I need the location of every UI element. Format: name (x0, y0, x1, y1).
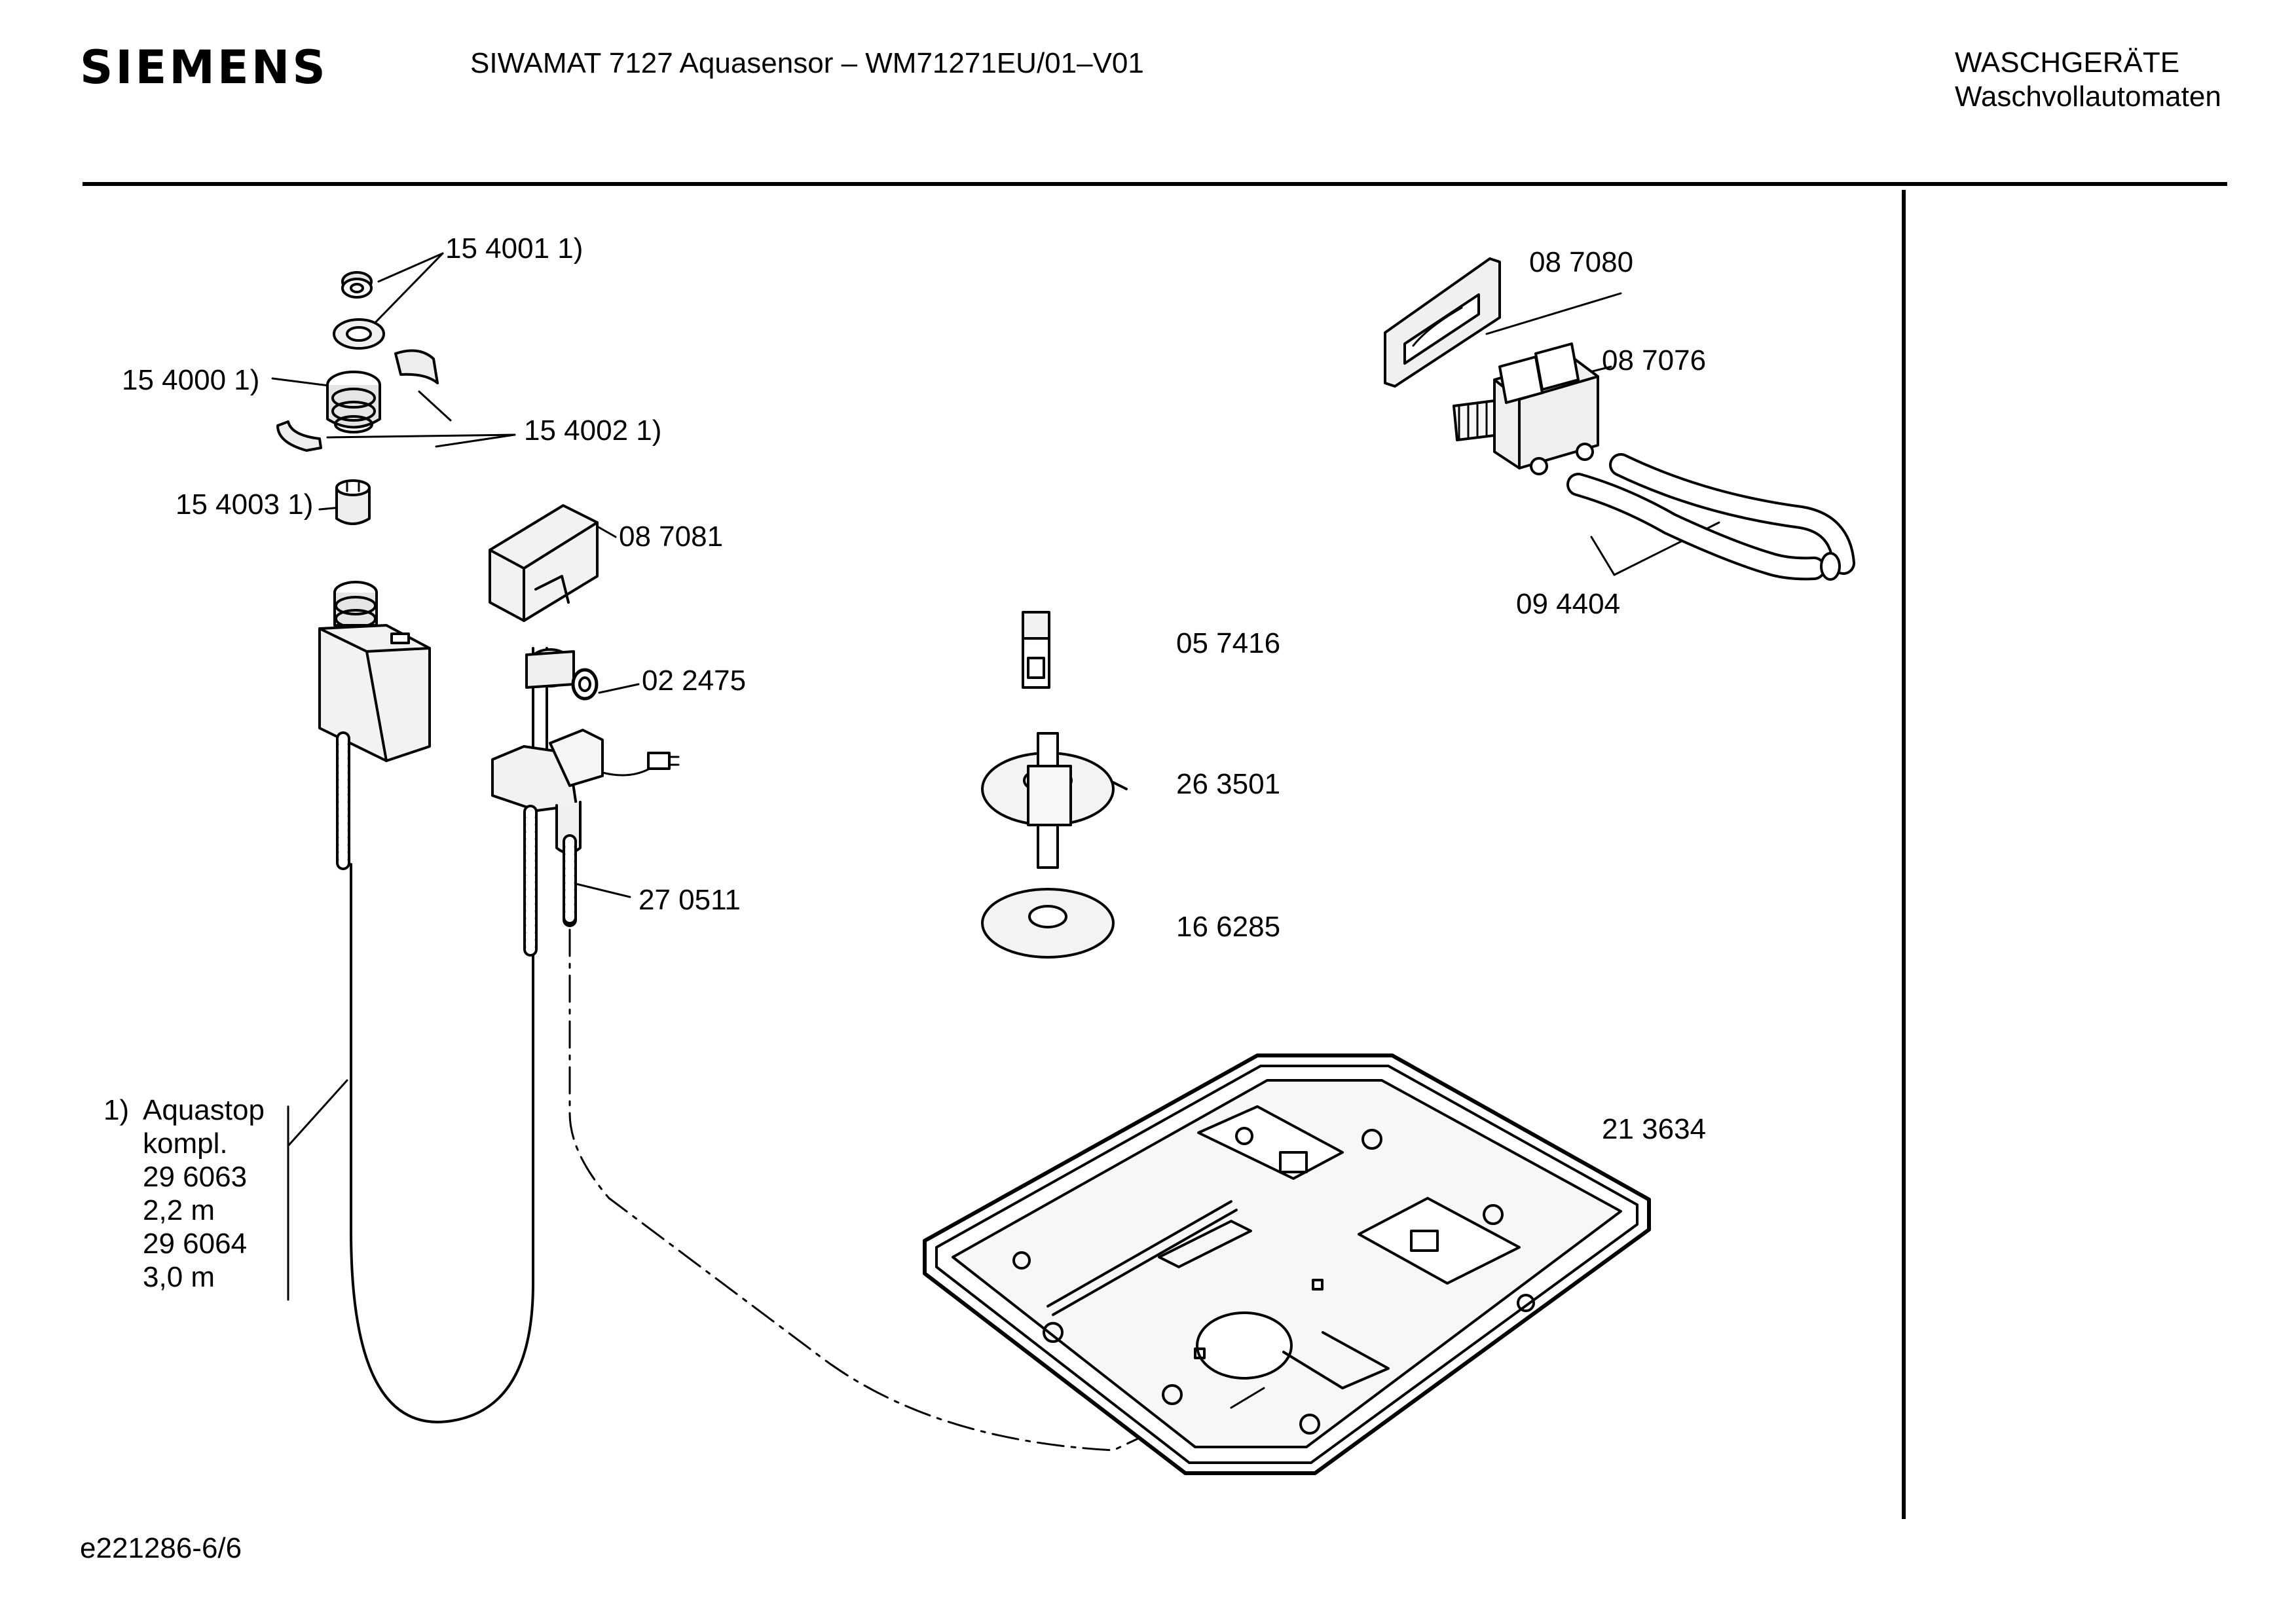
part-label-154000: 15 4000 1) (122, 364, 260, 396)
inlet-valve (1453, 342, 1599, 475)
footnote-line: 29 6064 (143, 1228, 248, 1260)
part-label-022475: 02 2475 (642, 665, 747, 697)
part-label-154002: 15 4002 1) (524, 414, 662, 447)
part-label-154003: 15 4003 1) (176, 488, 314, 521)
connector-plug (647, 752, 680, 770)
half-ring-clips (276, 349, 439, 452)
sensor-hoses (523, 805, 1232, 1452)
sealing-washer (333, 318, 385, 350)
part-label-166285: 16 6285 (1176, 911, 1281, 943)
rubber-foot-disc (981, 888, 1115, 959)
aquastop-hose (336, 731, 534, 1423)
aquastop-note-bracket (287, 1079, 348, 1301)
brand-logo: SIEMENS (80, 41, 328, 94)
footnote-line: 2,2 m (143, 1194, 215, 1226)
category-primary: WASCHGERÄTE (1955, 46, 2180, 79)
part-label-263501: 26 3501 (1176, 768, 1281, 800)
valve-mounting-gasket (1384, 257, 1501, 388)
o-ring (571, 668, 599, 701)
footnote-marker: 1) (103, 1094, 130, 1126)
footnote-body: Aquastop kompl. 29 6063 2,2 m 29 6064 3,… (143, 1093, 265, 1294)
part-label-213634: 21 3634 (1602, 1113, 1707, 1145)
cable-clip (1022, 611, 1050, 689)
base-plate (923, 1053, 1651, 1475)
end-cap (335, 479, 371, 525)
footnote-line: 3,0 m (143, 1261, 215, 1293)
threaded-connector (326, 371, 381, 433)
footnote-line: Aquastop (143, 1094, 265, 1126)
document-id: e221286-6/6 (80, 1532, 242, 1564)
fill-hose-pair (1566, 453, 1855, 581)
header-divider (83, 182, 2227, 186)
cable-tie-mount (981, 732, 1128, 869)
part-label-094404: 09 4404 (1516, 588, 1621, 620)
part-label-057416: 05 7416 (1176, 627, 1281, 659)
document-title: SIWAMAT 7127 Aquasensor – WM71271EU/01–V… (470, 47, 1144, 79)
footnote-line: 29 6063 (143, 1161, 248, 1193)
sensor-cover (489, 504, 599, 622)
footnote-line: kompl. (143, 1127, 228, 1160)
part-label-087076: 08 7076 (1602, 344, 1707, 376)
part-label-270511: 27 0511 (639, 884, 741, 916)
base-plate-leader (1230, 1387, 1265, 1409)
category-block: WASCHGERÄTE Waschvollautomaten (1955, 46, 2221, 114)
aquastop-valve-box (318, 581, 431, 762)
part-label-087080: 08 7080 (1529, 246, 1634, 278)
right-margin-divider (1902, 190, 1906, 1519)
category-secondary: Waschvollautomaten (1955, 81, 2221, 113)
part-label-087081: 08 7081 (619, 521, 724, 553)
hex-nut-small (341, 271, 373, 299)
part-label-154001: 15 4001 1) (445, 232, 583, 265)
sensor-assembly (491, 647, 658, 854)
